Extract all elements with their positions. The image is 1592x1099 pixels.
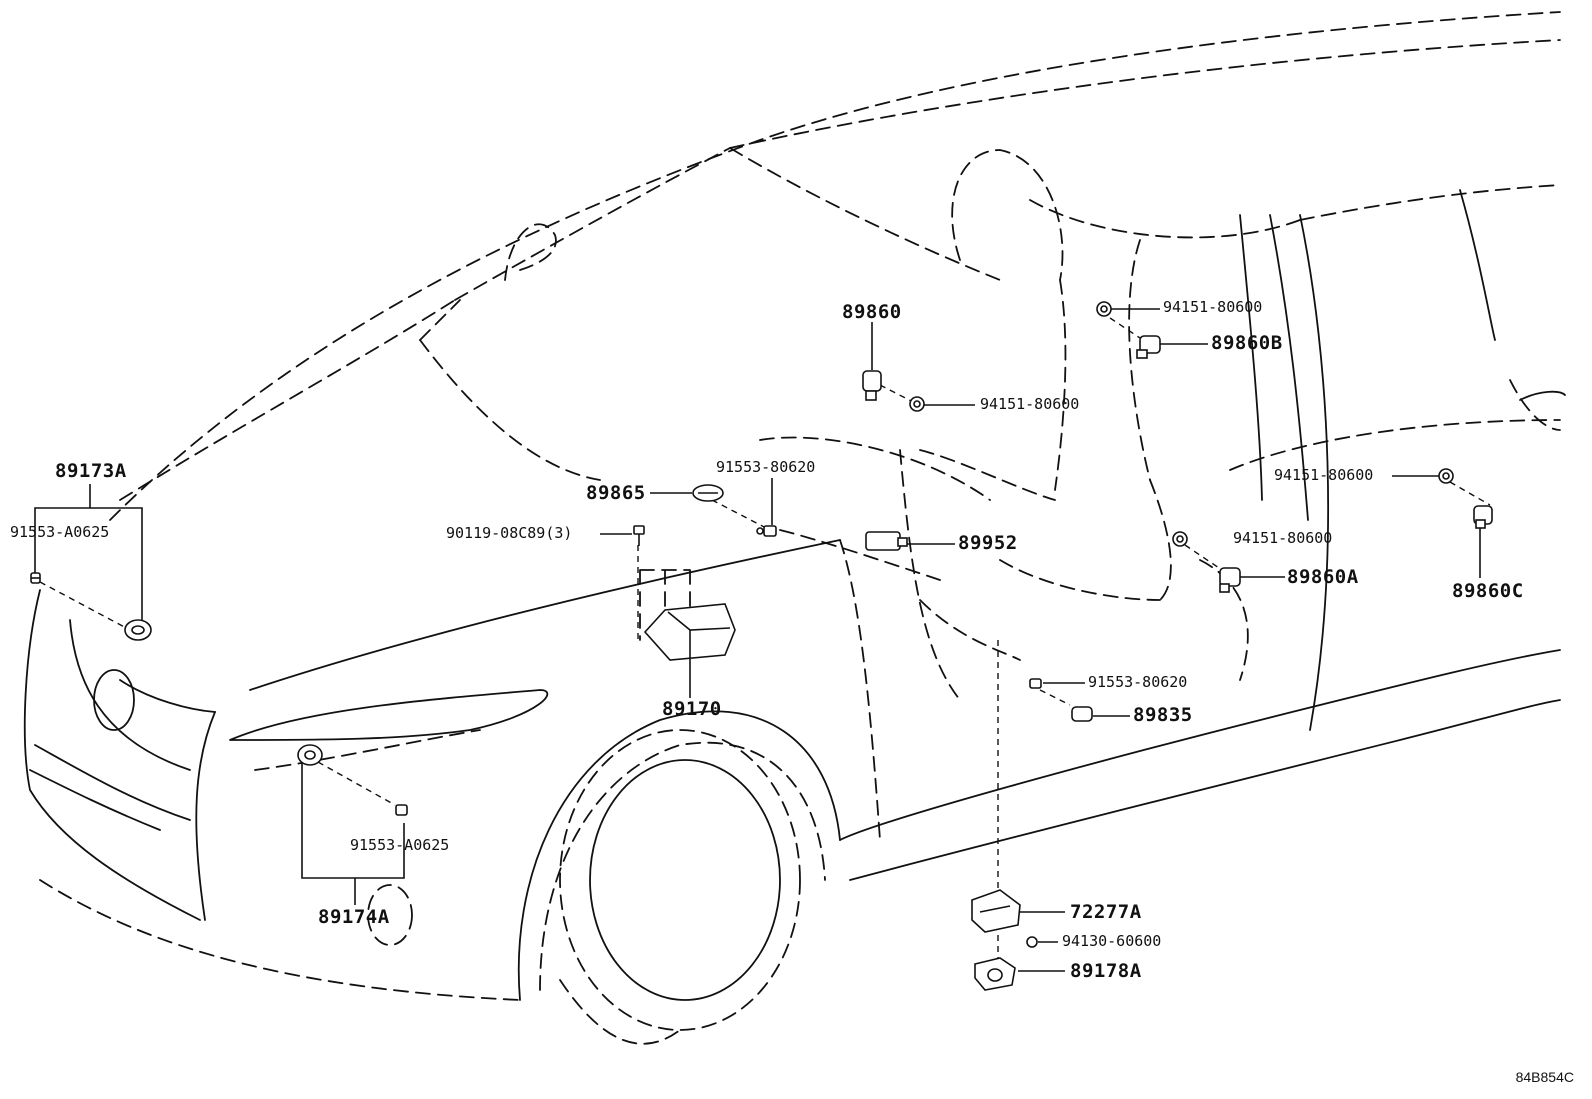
part-glyphs xyxy=(30,301,1493,991)
label-89860C[interactable]: 89860C xyxy=(1452,580,1524,602)
label-91553-80620-mid[interactable]: 91553-80620 xyxy=(1088,673,1188,691)
bolt-90119[interactable] xyxy=(633,525,645,546)
label-94151-80600-c[interactable]: 94151-80600 xyxy=(1274,466,1374,484)
sensor-89173A[interactable] xyxy=(124,619,152,641)
sensor-89865[interactable] xyxy=(692,484,724,502)
label-89173A[interactable]: 89173A xyxy=(55,460,127,482)
nut-94130[interactable] xyxy=(1026,936,1038,948)
label-89170[interactable]: 89170 xyxy=(662,698,722,720)
label-91553-A0625-left[interactable]: 91553-A0625 xyxy=(10,523,110,541)
nut-94151-b[interactable] xyxy=(1096,301,1112,317)
sensor-89860[interactable] xyxy=(862,370,882,401)
label-89860[interactable]: 89860 xyxy=(842,301,902,323)
label-94151-80600-a[interactable]: 94151-80600 xyxy=(980,395,1080,413)
label-89835[interactable]: 89835 xyxy=(1133,704,1193,726)
label-72277A[interactable]: 72277A xyxy=(1070,901,1142,923)
label-91553-A0625-bottom[interactable]: 91553-A0625 xyxy=(350,836,450,854)
module-89952[interactable] xyxy=(865,531,908,551)
label-89952[interactable]: 89952 xyxy=(958,532,1018,554)
sensor-89178A[interactable] xyxy=(974,957,1016,991)
bolt-91553-A0625-bottom[interactable] xyxy=(395,804,408,816)
label-89178A[interactable]: 89178A xyxy=(1070,960,1142,982)
ecu-89170[interactable] xyxy=(643,603,736,661)
diagram-code: 84B854C xyxy=(1515,1069,1574,1085)
sensor-89174A[interactable] xyxy=(297,744,323,766)
label-91553-80620-top[interactable]: 91553-80620 xyxy=(716,458,816,476)
vehicle-outline xyxy=(23,11,1566,1045)
label-89174A[interactable]: 89174A xyxy=(318,906,390,928)
bolt-91553-80620-mid[interactable] xyxy=(1029,678,1042,689)
label-89865[interactable]: 89865 xyxy=(586,482,646,504)
label-90119-08C89[interactable]: 90119-08C89(3) xyxy=(446,524,573,542)
label-89860A[interactable]: 89860A xyxy=(1287,566,1359,588)
nut-94151-c[interactable] xyxy=(1438,468,1454,484)
nut-94151-a[interactable] xyxy=(909,396,925,412)
nut-94151-d[interactable] xyxy=(1172,531,1188,547)
clip-89173A-bolt[interactable] xyxy=(30,572,41,584)
leader-lines xyxy=(34,308,1491,972)
bracket-72277A[interactable] xyxy=(971,889,1021,933)
label-94151-80600-b[interactable]: 94151-80600 xyxy=(1163,298,1263,316)
label-89860B[interactable]: 89860B xyxy=(1211,332,1283,354)
sensor-89835[interactable] xyxy=(1071,706,1093,722)
sensor-89860A[interactable] xyxy=(1219,567,1241,593)
label-94151-80600-d[interactable]: 94151-80600 xyxy=(1233,529,1333,547)
bolt-91553-80620-top[interactable] xyxy=(756,525,777,537)
sensor-89860B[interactable] xyxy=(1136,335,1161,359)
sensor-89860C[interactable] xyxy=(1473,505,1493,529)
label-94130-60600[interactable]: 94130-60600 xyxy=(1062,932,1162,950)
